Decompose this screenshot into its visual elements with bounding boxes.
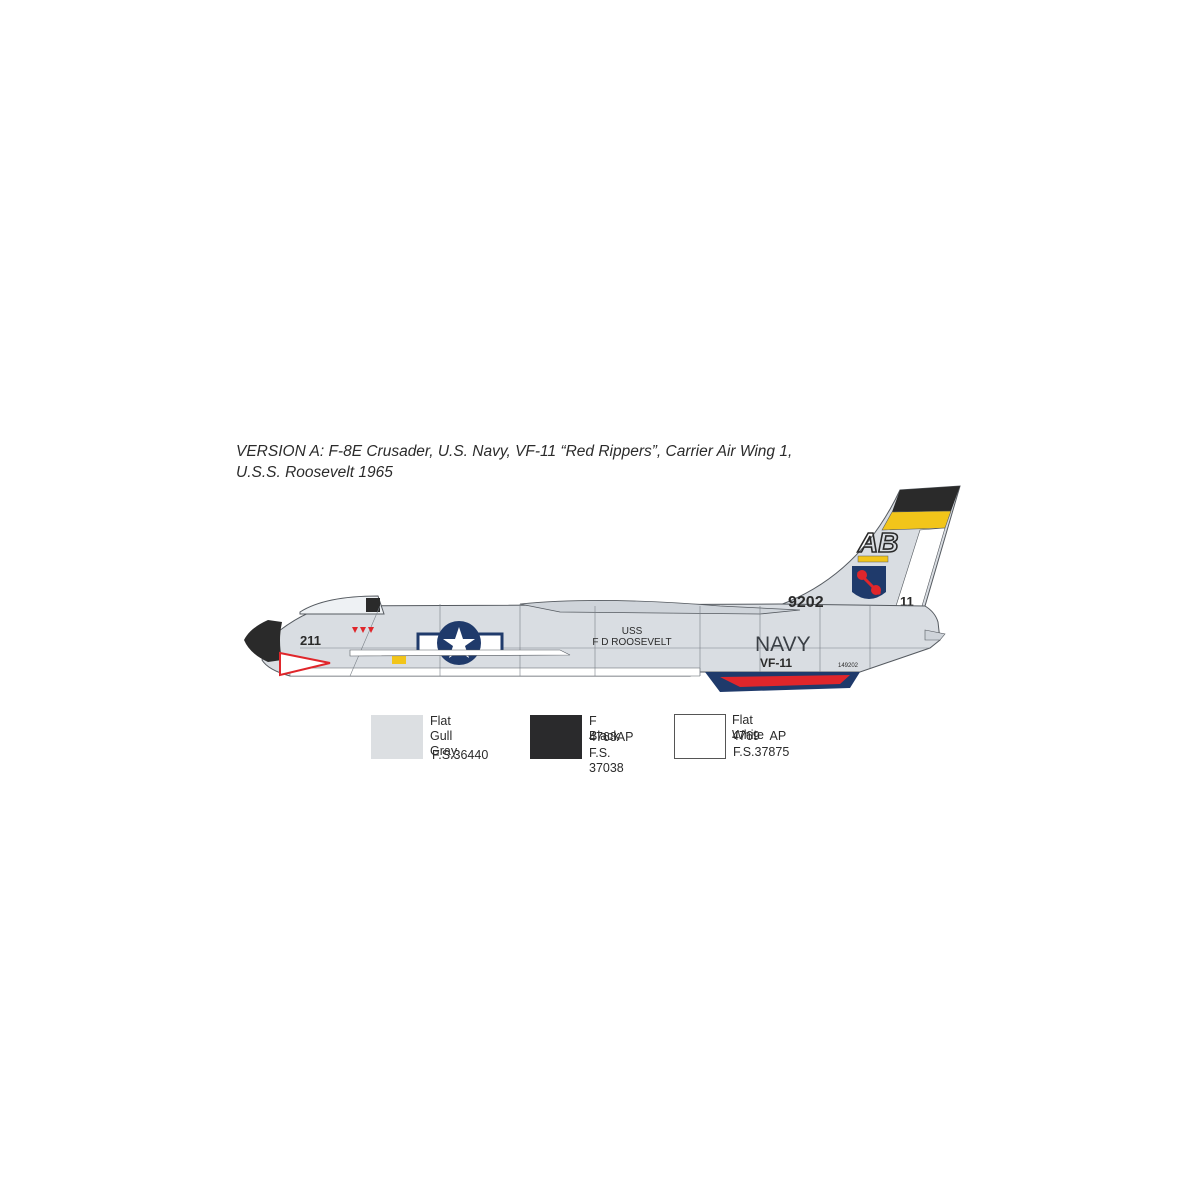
swatch-fs-code: F.S.36440 [432,748,489,762]
swatch-name: F Black [589,714,620,743]
swatch-name: Flat White [732,713,764,742]
nose-number: 211 [300,633,321,648]
tail-fin: AB 11 [779,485,961,609]
ship-line-2: F D ROOSEVELT [592,637,671,648]
swatch-color-box [530,715,582,759]
swatch-name: Flat Gull Gray [430,714,458,758]
swatch-color-box [371,715,423,759]
squadron-label: VF-11 [760,656,792,670]
tail-code: AB [857,527,898,558]
swatch-color-box [674,714,726,759]
caption-line-1: VERSION A: F-8E Crusader, U.S. Navy, VF-… [236,443,793,460]
fuselage: 211 USS F D ROOSEVELT 9202 NAVY VF-11 14… [244,594,946,692]
swatch-paint-code: 4768AP [589,730,634,744]
bureau-number: 149202 [838,663,859,669]
swatch-paint-code: 4769 AP [732,729,787,743]
version-caption: VERSION A: F-8E Crusader, U.S. Navy, VF-… [236,441,796,483]
fuselage-number: 9202 [788,594,824,611]
navy-label: NAVY [755,633,811,656]
caption-line-2: U.S.S. Roosevelt 1965 [236,464,393,481]
ship-line-1: USS [622,626,643,637]
swatch-fs-code: F.S.37875 [733,745,790,759]
swatch-fs-code: F.S. 37038 [589,746,624,775]
